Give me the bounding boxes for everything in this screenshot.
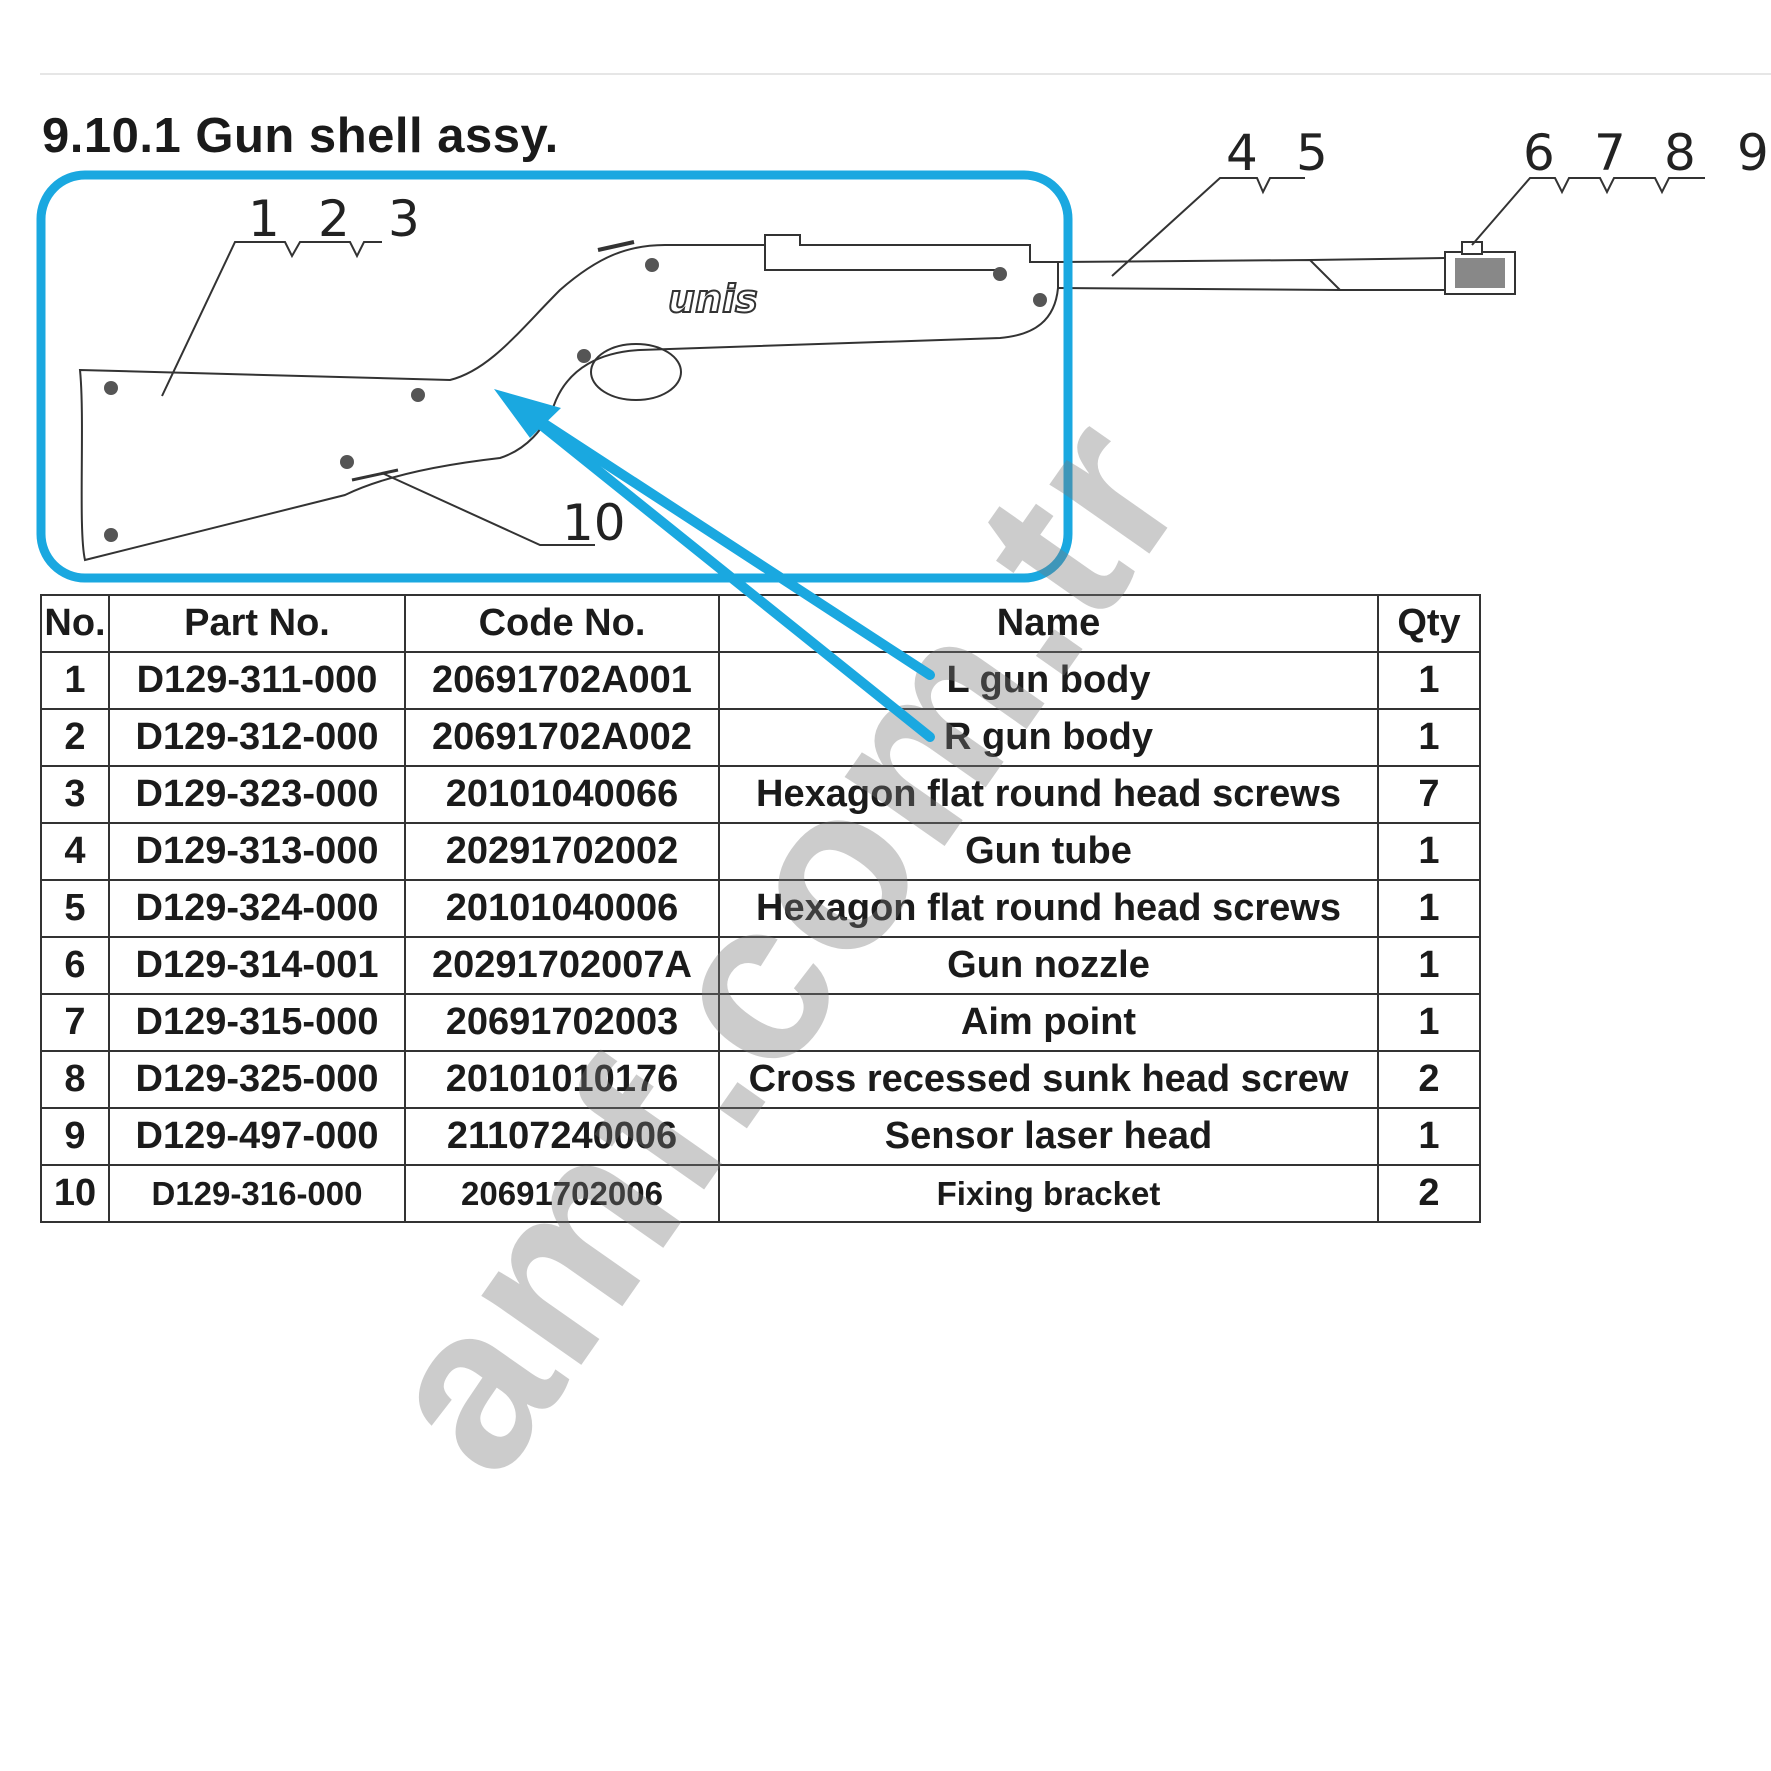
cell-qty: 1: [1377, 708, 1481, 767]
cell-qty: 1: [1377, 1107, 1481, 1166]
callout-8: 8: [1664, 124, 1696, 182]
cell-no: 4: [40, 822, 110, 881]
cell-part-no: D129-324-000: [108, 879, 406, 938]
table-row: 4 D129-313-000 20291702002 Gun tube 1: [40, 822, 1481, 881]
cell-part-no: D129-312-000: [108, 708, 406, 767]
cell-qty: 1: [1377, 879, 1481, 938]
table-row: 5 D129-324-000 20101040006 Hexagon flat …: [40, 879, 1481, 938]
callout-2: 2: [318, 190, 350, 248]
cell-code-no: 20691702A002: [404, 708, 720, 767]
cell-no: 10: [40, 1164, 110, 1223]
callout-3: 3: [388, 190, 420, 248]
cell-qty: 1: [1377, 822, 1481, 881]
cell-name: L gun body: [718, 651, 1379, 710]
cell-name: Gun tube: [718, 822, 1379, 881]
cell-qty: 1: [1377, 651, 1481, 710]
cell-qty: 7: [1377, 765, 1481, 824]
cell-qty: 1: [1377, 993, 1481, 1052]
highlight-box: [36, 170, 1073, 583]
cell-no: 7: [40, 993, 110, 1052]
table-row: 9 D129-497-000 21107240006 Sensor laser …: [40, 1107, 1481, 1166]
cell-no: 3: [40, 765, 110, 824]
cell-part-no: D129-323-000: [108, 765, 406, 824]
cell-part-no: D129-316-000: [108, 1164, 406, 1223]
section-title: 9.10.1 Gun shell assy.: [42, 109, 559, 163]
table-row: 2 D129-312-000 20691702A002 R gun body 1: [40, 708, 1481, 767]
table-header-row: No. Part No. Code No. Name Qty: [40, 594, 1481, 653]
cell-name: Sensor laser head: [718, 1107, 1379, 1166]
cell-name: Cross recessed sunk head screw: [718, 1050, 1379, 1109]
brand-logo: unis: [668, 277, 758, 321]
table-row: 8 D129-325-000 20101010176 Cross recesse…: [40, 1050, 1481, 1109]
cell-part-no: D129-315-000: [108, 993, 406, 1052]
cell-code-no: 20101040066: [404, 765, 720, 824]
parts-table: No. Part No. Code No. Name Qty 1 D129-31…: [40, 594, 1481, 1223]
cell-name: R gun body: [718, 708, 1379, 767]
header-no: No.: [40, 594, 110, 653]
cell-no: 5: [40, 879, 110, 938]
cell-part-no: D129-314-001: [108, 936, 406, 995]
cell-qty: 1: [1377, 936, 1481, 995]
cell-part-no: D129-497-000: [108, 1107, 406, 1166]
cell-name: Fixing bracket: [718, 1164, 1379, 1223]
cell-name: Aim point: [718, 993, 1379, 1052]
cell-code-no: 20691702A001: [404, 651, 720, 710]
cell-no: 9: [40, 1107, 110, 1166]
gun-tube: [1057, 257, 1446, 291]
table-row: 3 D129-323-000 20101040066 Hexagon flat …: [40, 765, 1481, 824]
cell-part-no: D129-325-000: [108, 1050, 406, 1109]
cell-no: 1: [40, 651, 110, 710]
header-code-no: Code No.: [404, 594, 720, 653]
callout-7: 7: [1594, 124, 1626, 182]
cell-part-no: D129-313-000: [108, 822, 406, 881]
cell-name: Hexagon flat round head screws: [718, 765, 1379, 824]
header-part-no: Part No.: [108, 594, 406, 653]
table-row: 1 D129-311-000 20691702A001 L gun body 1: [40, 651, 1481, 710]
table-row: 6 D129-314-001 20291702007A Gun nozzle 1: [40, 936, 1481, 995]
gun-shell-diagram: unis 1 2 3 4 5 6 7 8 9 10: [36, 124, 1769, 583]
cell-no: 6: [40, 936, 110, 995]
cell-part-no: D129-311-000: [108, 651, 406, 710]
cell-code-no: 21107240006: [404, 1107, 720, 1166]
cell-no: 2: [40, 708, 110, 767]
callout-4: 4: [1226, 124, 1258, 182]
table-row: 10 D129-316-000 20691702006 Fixing brack…: [40, 1164, 1481, 1223]
cell-code-no: 20691702006: [404, 1164, 720, 1223]
cell-no: 8: [40, 1050, 110, 1109]
cell-code-no: 20291702007A: [404, 936, 720, 995]
callout-5: 5: [1296, 124, 1328, 182]
cell-qty: 2: [1377, 1164, 1481, 1223]
cell-code-no: 20101040006: [404, 879, 720, 938]
callout-1: 1: [248, 190, 280, 248]
callout-10: 10: [562, 494, 626, 552]
cell-code-no: 20101010176: [404, 1050, 720, 1109]
header-name: Name: [718, 594, 1379, 653]
cell-code-no: 20291702002: [404, 822, 720, 881]
gun-nozzle: [1444, 241, 1516, 295]
callout-9: 9: [1737, 124, 1769, 182]
screw-markers: [104, 258, 1047, 542]
table-row: 7 D129-315-000 20691702003 Aim point 1: [40, 993, 1481, 1052]
cell-code-no: 20691702003: [404, 993, 720, 1052]
cell-qty: 2: [1377, 1050, 1481, 1109]
gun-body-outline: [78, 234, 1059, 562]
callout-6: 6: [1523, 124, 1555, 182]
cell-name: Gun nozzle: [718, 936, 1379, 995]
cell-name: Hexagon flat round head screws: [718, 879, 1379, 938]
header-qty: Qty: [1377, 594, 1481, 653]
top-divider: [40, 73, 1771, 75]
